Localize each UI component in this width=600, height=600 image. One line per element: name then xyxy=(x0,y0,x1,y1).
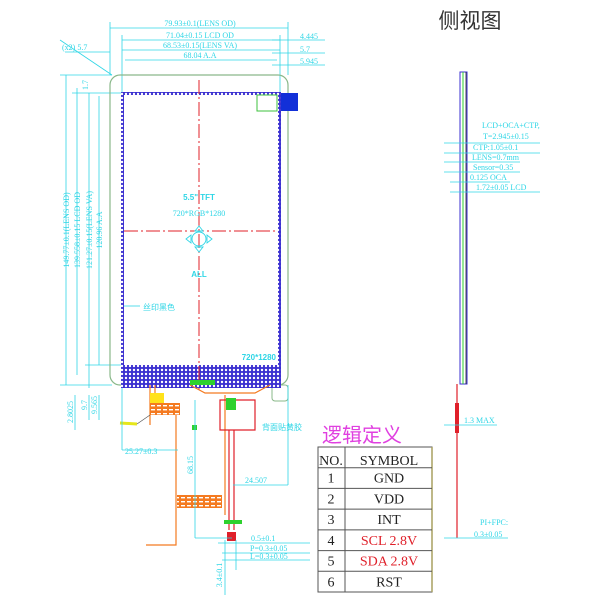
dim-lcd-od-width: 71.04±0.15 LCD OD xyxy=(166,31,234,40)
pin-table-title: 逻辑定义 xyxy=(322,423,402,447)
dim-pin-pitch: P=0.3±0.05 xyxy=(250,544,287,553)
corner-marker xyxy=(256,94,278,112)
max-thickness: 1.3 MAX xyxy=(464,416,495,425)
dim-right-1: 4.445 xyxy=(300,32,318,41)
side-view-leaders xyxy=(444,142,540,539)
active-area xyxy=(124,95,278,365)
dim-aa-width: 68.04 A.A xyxy=(183,51,216,60)
dim-lens-od-width: 79.93±0.1(LENS OD) xyxy=(164,19,236,28)
side-view-title: 侧视图 xyxy=(439,9,502,33)
layer-oca: 0.125 OCA xyxy=(470,173,507,182)
layer-sensor: Sensor=0.35 xyxy=(473,163,513,172)
dim-fpc-right-offset: 24.507 xyxy=(245,476,267,485)
panel-size-label: 5.5" TFT xyxy=(183,193,215,202)
dim-top-offset: 1.7 xyxy=(81,80,90,90)
dim-bottom-left-2: 9.7 xyxy=(80,400,89,410)
dim-aa-height: 120.96 A.A xyxy=(95,211,104,248)
pin-number: 5 xyxy=(328,555,335,570)
dim-pin-length: L=0.3±0.05 xyxy=(250,552,288,561)
header-no: NO. xyxy=(319,454,343,469)
resolution-label: 720*RGB*1280 xyxy=(173,209,225,218)
pin-number: 2 xyxy=(328,492,335,507)
pin-number: 4 xyxy=(328,534,335,549)
top-dimension-lines xyxy=(59,22,325,93)
layer-lcd: 1.72±0.05 LCD xyxy=(476,183,527,192)
stack-note-2: T=2.945±0.15 xyxy=(483,132,529,141)
stack-note-1: LCD+OCA+CTP, xyxy=(482,121,540,130)
pin-symbol: RST xyxy=(376,575,402,590)
side-view-stack xyxy=(455,71,468,538)
dim-corner-radius: (x2) 5.7 xyxy=(62,43,87,52)
dim-pin-width: 0.5±0.1 xyxy=(251,534,275,543)
dim-lens-va-height: 121.27±0.15(LENS VA) xyxy=(85,191,94,269)
dim-right-2: 5.7 xyxy=(300,45,310,54)
dim-lcd-od-height: 139.558±0.15 LCD OD xyxy=(73,192,82,268)
dim-lens-od-height: 149.77±0.1(LENS OD) xyxy=(62,192,71,268)
fpc-note-2: 0.3±0.05 xyxy=(474,530,502,539)
dim-bottom-left-3: 9.565 xyxy=(90,396,99,414)
layer-lens: LENS=0.7mm xyxy=(472,153,520,162)
dim-tail: 3.4±0.1 xyxy=(215,563,224,587)
view-all-label: ALL xyxy=(191,270,207,279)
pin-symbol: SDA 2.8V xyxy=(360,555,418,570)
left-dimension-lines xyxy=(60,74,122,430)
pin-symbol: INT xyxy=(377,513,401,528)
header-symbol: SYMBOL xyxy=(360,454,418,469)
pin-number: 1 xyxy=(328,472,335,487)
dim-right-3: 5.945 xyxy=(300,57,318,66)
pin-number: 6 xyxy=(328,575,335,590)
fpc-note: 背面贴黄胶 xyxy=(262,422,302,432)
pin-table xyxy=(317,446,433,593)
fpc-cable xyxy=(119,380,271,546)
pin-symbol: GND xyxy=(374,472,404,487)
pin-number: 3 xyxy=(328,513,335,528)
pin-symbol: SCL 2.8V xyxy=(361,534,417,549)
corner-resolution-label: 720*1280 xyxy=(242,353,277,362)
dim-lens-va-width: 68.53±0.15(LENS VA) xyxy=(163,41,237,50)
silkscreen-label: 丝印黑色 xyxy=(143,302,175,312)
layer-ctp: CTP:1.05±0.1 xyxy=(473,143,518,152)
dim-fpc-length: 68.15 xyxy=(186,456,195,474)
dim-bottom-left-1: 2.8025 xyxy=(66,401,75,423)
fpc-note-1: PI+FPC: xyxy=(480,518,508,527)
view-direction-icon xyxy=(185,225,213,253)
pin-symbol: VDD xyxy=(374,492,404,507)
dim-fpc-offset: 25.27±0.3 xyxy=(125,447,157,456)
fpc-corner-block xyxy=(281,93,298,111)
fpc-dimension-lines xyxy=(121,385,310,595)
